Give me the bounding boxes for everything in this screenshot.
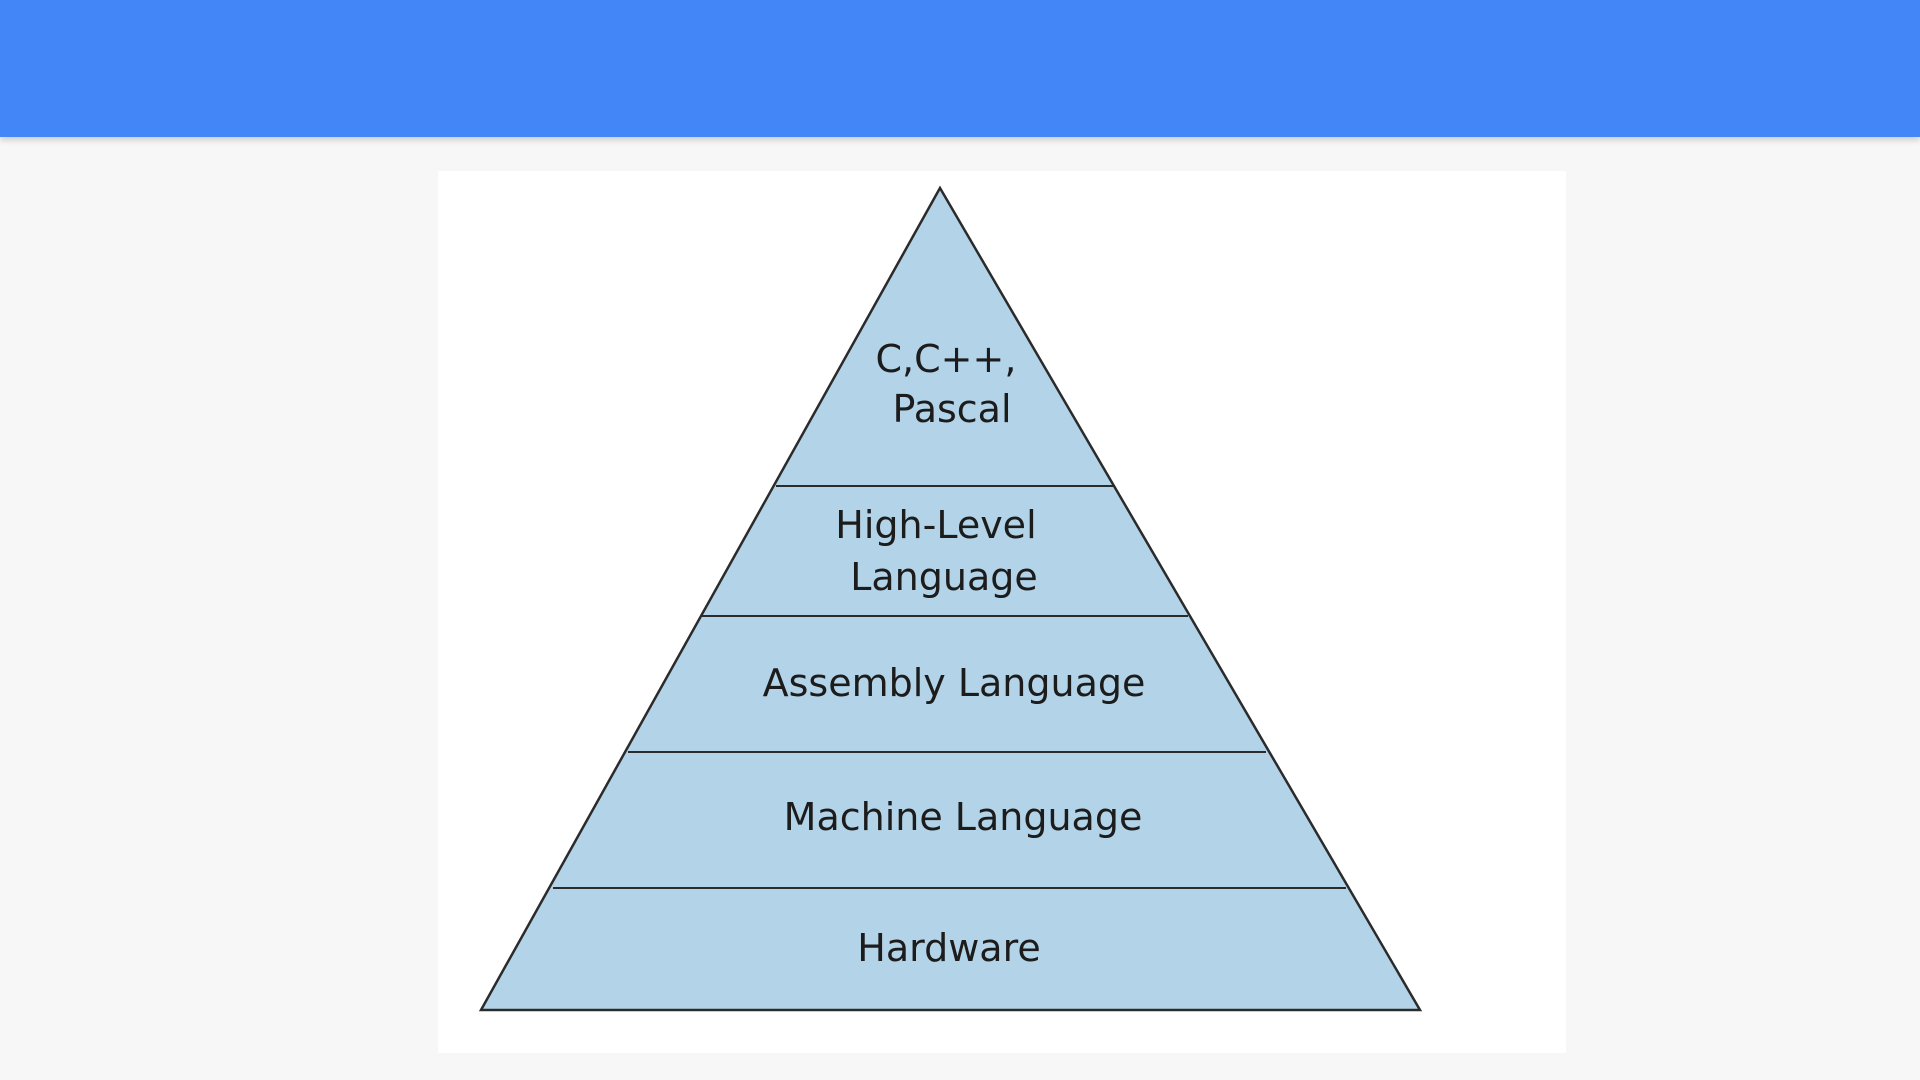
tier-label-high-level: High-Level Language bbox=[835, 503, 1048, 599]
tier-label-machine: Machine Language bbox=[784, 795, 1143, 839]
tier-label-hardware: Hardware bbox=[857, 926, 1040, 970]
tier-label-top: C,C++, Pascal bbox=[876, 337, 1029, 431]
pyramid-triangle bbox=[478, 185, 1423, 1012]
tier-label-assembly-line-1: Assembly Language bbox=[763, 661, 1146, 705]
tier-label-machine-line-1: Machine Language bbox=[784, 795, 1143, 839]
tier-label-top-line-2: Pascal bbox=[892, 387, 1011, 431]
tier-label-assembly: Assembly Language bbox=[763, 661, 1146, 705]
tier-label-top-line-1: C,C++, bbox=[876, 337, 1017, 381]
header-bar bbox=[0, 0, 1920, 137]
tier-label-high-level-line-1: High-Level bbox=[835, 503, 1036, 547]
tier-label-high-level-line-2: Language bbox=[850, 555, 1038, 599]
tier-label-hardware-line-1: Hardware bbox=[857, 926, 1040, 970]
